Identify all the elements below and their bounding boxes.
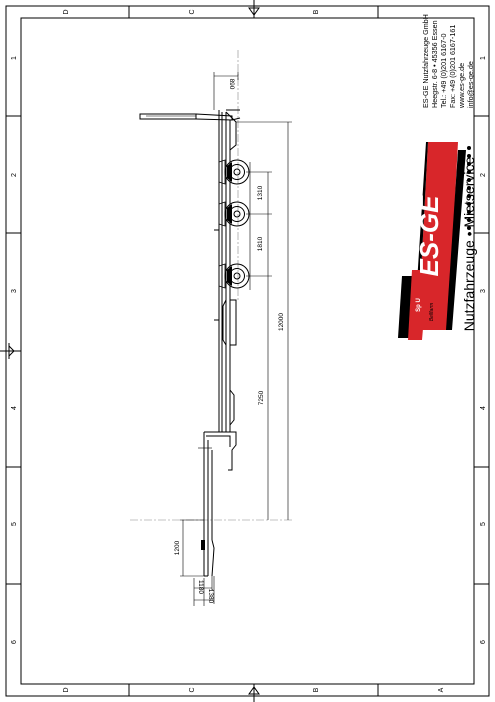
- address-line-1: ES-GE Nutzfahrzeuge GmbH: [421, 14, 430, 108]
- zone-left-4: 4: [11, 406, 18, 410]
- dim-1310: 1310: [257, 185, 264, 200]
- zone-left-1: 1: [11, 56, 18, 60]
- trailer-drawing: [139, 109, 250, 577]
- zone-bottom-c: C: [189, 687, 196, 692]
- zone-left-2: 2: [11, 173, 18, 177]
- company-address: ES-GE Nutzfahrzeuge GmbH Heegstr. 6-8 • …: [421, 14, 475, 109]
- zone-right-3: 3: [480, 289, 487, 293]
- zone-top-c: C: [189, 9, 196, 14]
- axle-2: [218, 201, 250, 227]
- zone-labels: D C B D C B A 1 2 3 4 5 6 1 2 3 4 5 6: [11, 9, 487, 692]
- zone-top-d: D: [63, 9, 70, 14]
- address-line-3: Tel.: +49 (0)201 6167-0: [439, 33, 448, 108]
- reference-lines: [130, 50, 292, 521]
- zone-right-5: 5: [480, 522, 487, 526]
- inner-border: [20, 17, 475, 685]
- dim-1380: 1380: [207, 589, 214, 604]
- centering-mark-left: [0, 343, 21, 359]
- wheel-fill: [227, 162, 232, 286]
- dim-7250: 7250: [258, 390, 265, 405]
- zone-bottom-a: A: [438, 687, 445, 692]
- company-tagline: Nutzfahrzeuge • Mietservice: [461, 157, 477, 332]
- address-line-2: Heegstr. 6-8 • 45356 Essen: [430, 20, 439, 108]
- zone-left-3: 3: [11, 289, 18, 293]
- side-ticks: [6, 115, 489, 585]
- top-zone-ticks: [128, 6, 379, 18]
- bottom-zone-ticks: [128, 684, 379, 696]
- dim-1200: 1200: [174, 540, 181, 555]
- logo-badge: Sp U: [416, 298, 422, 312]
- outer-border: [5, 5, 490, 697]
- gooseneck: [198, 431, 237, 577]
- zone-right-6: 6: [480, 640, 487, 644]
- address-line-6: info@es-ge.de: [466, 61, 475, 108]
- zone-right-1: 1: [480, 56, 487, 60]
- dimension-lines: [180, 72, 292, 606]
- centering-mark-top: [248, 0, 260, 18]
- zone-top-b: B: [313, 9, 320, 14]
- address-line-4: Fax: +49 (0)201 6167-161: [448, 25, 457, 108]
- axle-3: [218, 263, 250, 289]
- dim-890: 890: [228, 79, 235, 90]
- zone-left-6: 6: [11, 640, 18, 644]
- zone-bottom-d: D: [63, 687, 70, 692]
- company-logo: ES-GE Sp U Bellfarm: [398, 142, 471, 340]
- zone-bottom-b: B: [313, 687, 320, 692]
- dimension-labels: 890 1310 1810 12000 7250 1200 1180 1380: [174, 79, 285, 604]
- logo-wordmark: ES-GE: [414, 195, 444, 277]
- logo-brand-small: Bellfarm: [429, 303, 435, 321]
- centering-mark-bottom: [248, 684, 260, 702]
- axle-1: [218, 159, 250, 185]
- zone-right-4: 4: [480, 406, 487, 410]
- dim-1180: 1180: [197, 580, 204, 594]
- address-line-5: www.es-ge.de: [457, 63, 466, 109]
- loading-ramps: [139, 109, 241, 121]
- zone-right-2: 2: [480, 173, 487, 177]
- dim-1810: 1810: [257, 236, 264, 251]
- zone-left-5: 5: [11, 522, 18, 526]
- dim-12000: 12000: [278, 313, 285, 331]
